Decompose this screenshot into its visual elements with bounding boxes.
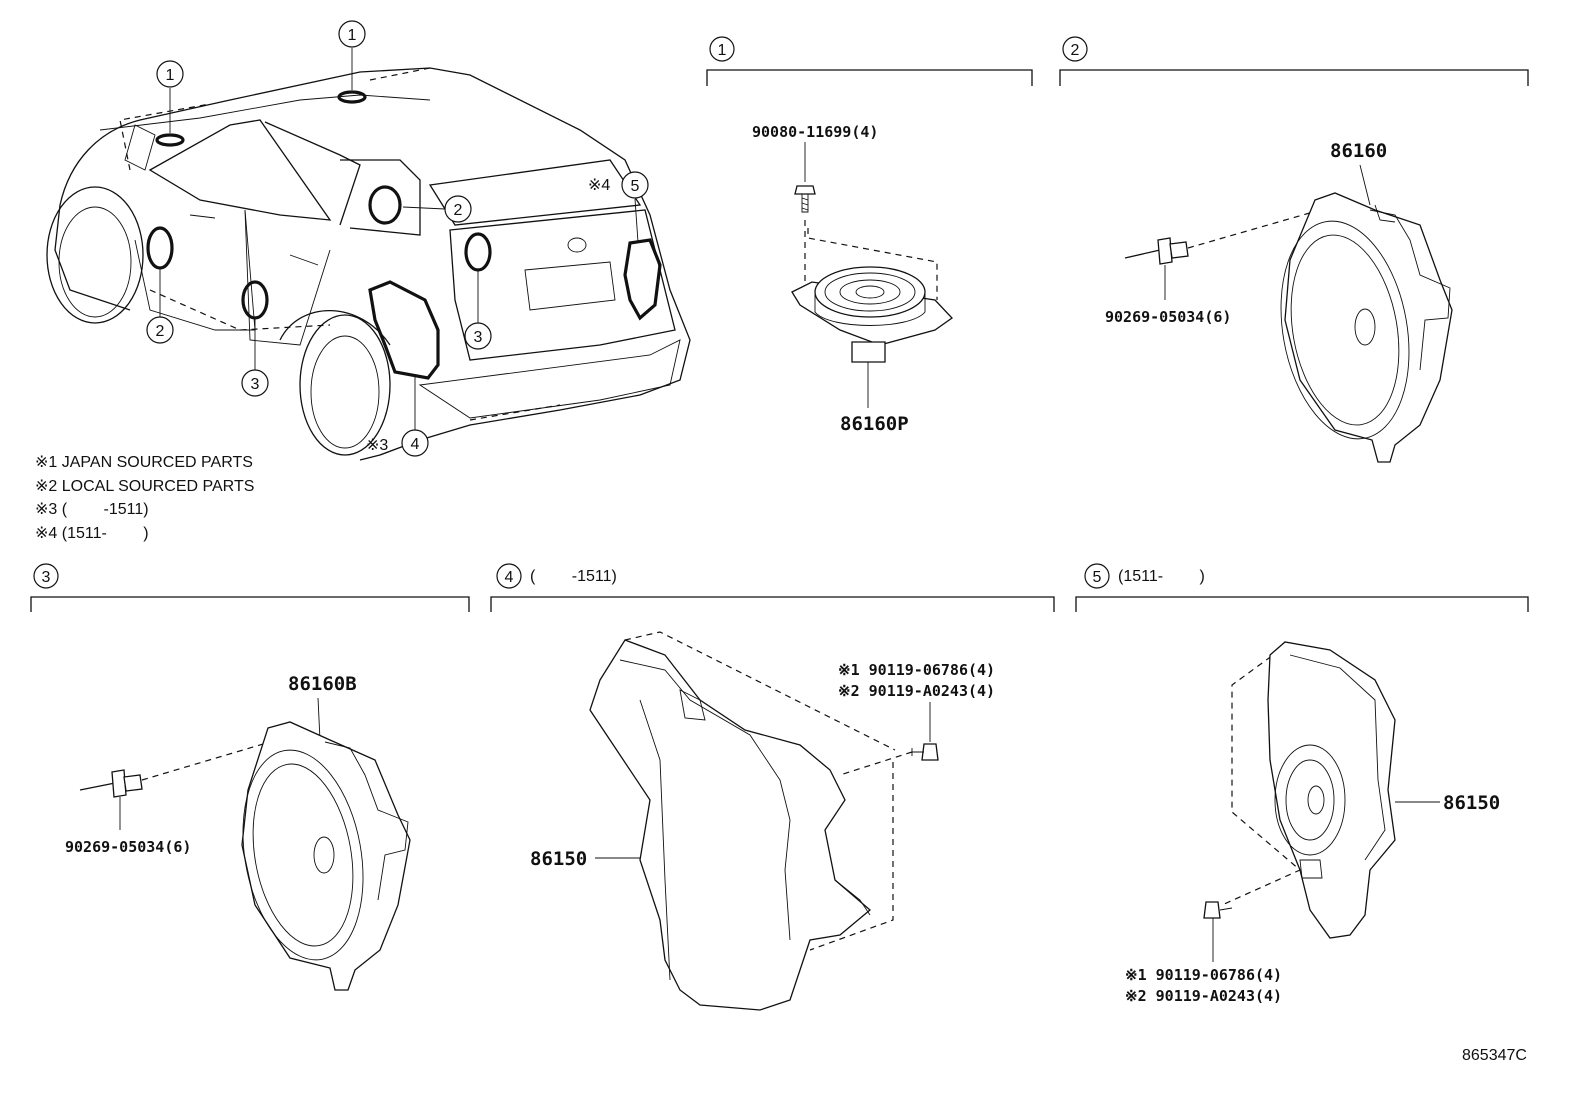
section-4-range: ( -1511) — [530, 568, 617, 585]
callout-1b: 1 — [338, 20, 366, 48]
part-label-90269-05034-a: 90269-05034(6) — [1105, 308, 1231, 326]
speaker-86160-drawing: 86160 90269-05034(6) — [1105, 140, 1453, 463]
part-label-86160: 86160 — [1330, 140, 1387, 162]
callout-2a: 2 — [444, 195, 472, 223]
speaker-86160b-drawing: 86160B 90269-05034(6) — [65, 673, 411, 991]
note-1: ※1 JAPAN SOURCED PARTS — [35, 454, 253, 471]
svg-text:4: 4 — [411, 436, 420, 453]
note-4: ※4 (1511- ) — [35, 525, 149, 542]
callout-5: 5 — [621, 171, 649, 199]
callout-1a: 1 — [156, 60, 184, 88]
section-3-header: 3 — [30, 563, 470, 612]
part-label-90080-11699: 90080-11699(4) — [752, 123, 878, 141]
vehicle-illustration — [46, 48, 691, 461]
svg-text:1: 1 — [166, 67, 175, 84]
svg-text:2: 2 — [1071, 42, 1080, 59]
svg-text:2: 2 — [454, 202, 463, 219]
car-mark-3: ※3 — [366, 437, 388, 454]
svg-text:1: 1 — [718, 42, 727, 59]
callout-3b: 3 — [464, 322, 492, 350]
notes-legend: ※1 JAPAN SOURCED PARTS ※2 LOCAL SOURCED … — [35, 454, 254, 542]
part-label-90119-a0243-b: ※2 90119-A0243(4) — [1125, 987, 1282, 1005]
part-label-90269-05034-b: 90269-05034(6) — [65, 838, 191, 856]
section-5-header: 5 (1511- ) — [1075, 563, 1529, 612]
speaker-box-86150-sec4-drawing: ※1 90119-06786(4) ※2 90119-A0243(4) 8615… — [530, 631, 995, 1011]
figure-id: 865347C — [1462, 1047, 1527, 1064]
section-2-header: 2 — [1059, 36, 1529, 86]
svg-text:5: 5 — [1093, 569, 1102, 586]
section-1-header: 1 — [706, 36, 1033, 86]
note-3: ※3 ( -1511) — [35, 501, 149, 518]
part-label-86150-a: 86150 — [530, 848, 587, 870]
section-4-header: 4 ( -1511) — [490, 563, 1055, 612]
part-label-90119-a0243-a: ※2 90119-A0243(4) — [838, 682, 995, 700]
speaker-box-86150-sec5-drawing: 86150 ※1 90119-06786(4) ※2 90119-A0243(4… — [1125, 641, 1500, 1005]
svg-text:4: 4 — [505, 569, 514, 586]
svg-text:2: 2 — [156, 323, 165, 340]
callout-2b: 2 — [146, 316, 174, 344]
part-label-90119-06786-b: ※1 90119-06786(4) — [1125, 966, 1282, 984]
svg-text:5: 5 — [631, 178, 640, 195]
car-mark-4: ※4 — [588, 177, 610, 194]
part-label-90119-06786-a: ※1 90119-06786(4) — [838, 661, 995, 679]
svg-text:3: 3 — [251, 376, 260, 393]
speaker-86160p-drawing: 90080-11699(4) 86160P — [752, 123, 953, 435]
callout-4: 4 — [401, 429, 429, 457]
part-label-86160b: 86160B — [288, 673, 357, 695]
svg-text:3: 3 — [42, 569, 51, 586]
callout-3a: 3 — [241, 369, 269, 397]
svg-text:1: 1 — [348, 27, 357, 44]
svg-text:3: 3 — [474, 329, 483, 346]
part-label-86150-b: 86150 — [1443, 792, 1500, 814]
part-label-86160p: 86160P — [840, 413, 909, 435]
note-2: ※2 LOCAL SOURCED PARTS — [35, 478, 254, 495]
section-5-range: (1511- ) — [1118, 568, 1205, 585]
